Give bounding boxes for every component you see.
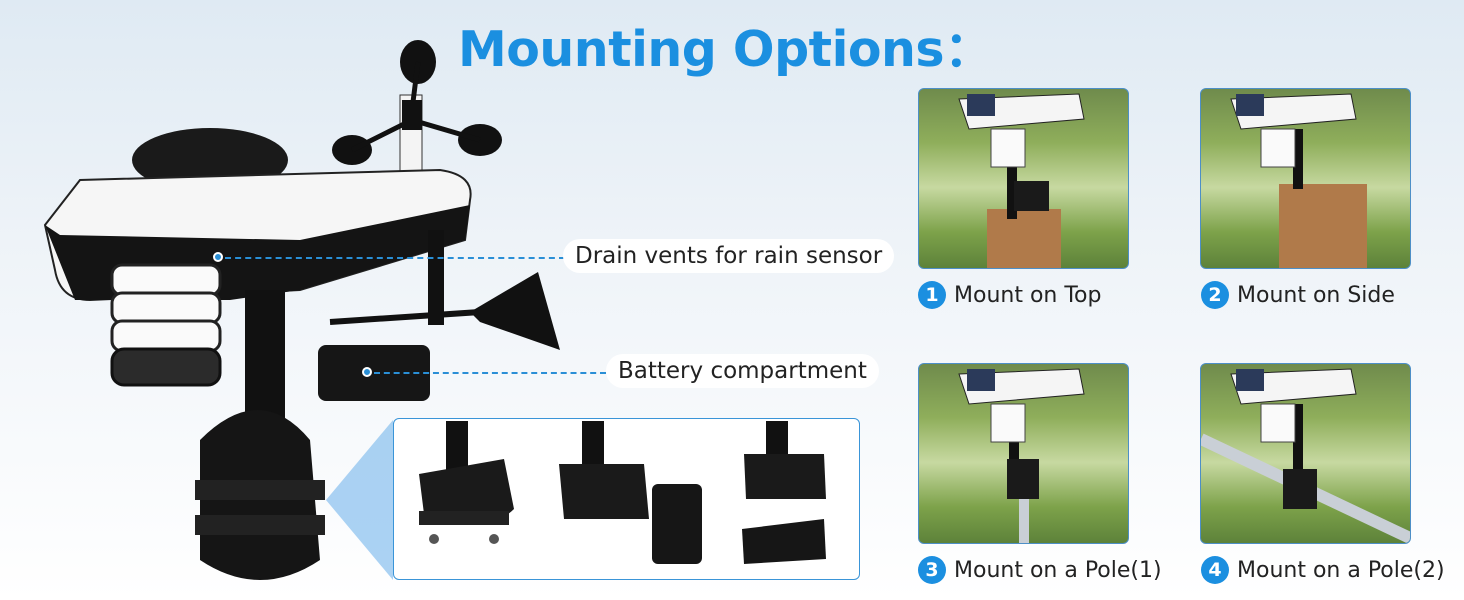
mount-option-label: Mount on Side	[1237, 282, 1395, 308]
number-badge: 1	[918, 281, 946, 309]
page-title: Mounting Options：	[458, 21, 993, 78]
bracket-detail-panel	[393, 418, 860, 580]
number-badge: 4	[1201, 556, 1229, 584]
number-badge: 2	[1201, 281, 1229, 309]
mount-option-label: Mount on a Pole(1)	[954, 557, 1162, 583]
weather-station-image	[43, 40, 560, 580]
radiation-shield-icon	[110, 263, 222, 387]
drain-vents-line	[225, 257, 565, 259]
mounting-bracket-icon	[419, 421, 826, 564]
drain-vents-label: Drain vents for rain sensor	[563, 239, 895, 273]
mount-option-2: 2 Mount on Side	[1201, 281, 1395, 309]
battery-marker	[362, 367, 372, 377]
mount-top-photo	[918, 88, 1129, 269]
battery-compartment-label: Battery compartment	[606, 354, 879, 388]
mount-option-label: Mount on Top	[954, 282, 1102, 308]
number-badge: 3	[918, 556, 946, 584]
battery-line	[374, 372, 606, 374]
mount-option-4: 4 Mount on a Pole(2)	[1201, 556, 1445, 584]
mount-pole1-photo	[918, 363, 1129, 544]
drain-vents-marker	[213, 252, 223, 262]
mount-option-3: 3 Mount on a Pole(1)	[918, 556, 1162, 584]
mount-pole2-photo	[1200, 363, 1411, 544]
anemometer-icon	[332, 40, 502, 186]
mount-option-1: 1 Mount on Top	[918, 281, 1101, 309]
mount-side-photo	[1200, 88, 1411, 269]
mount-option-label: Mount on a Pole(2)	[1237, 557, 1445, 583]
wind-vane-icon	[329, 230, 560, 350]
